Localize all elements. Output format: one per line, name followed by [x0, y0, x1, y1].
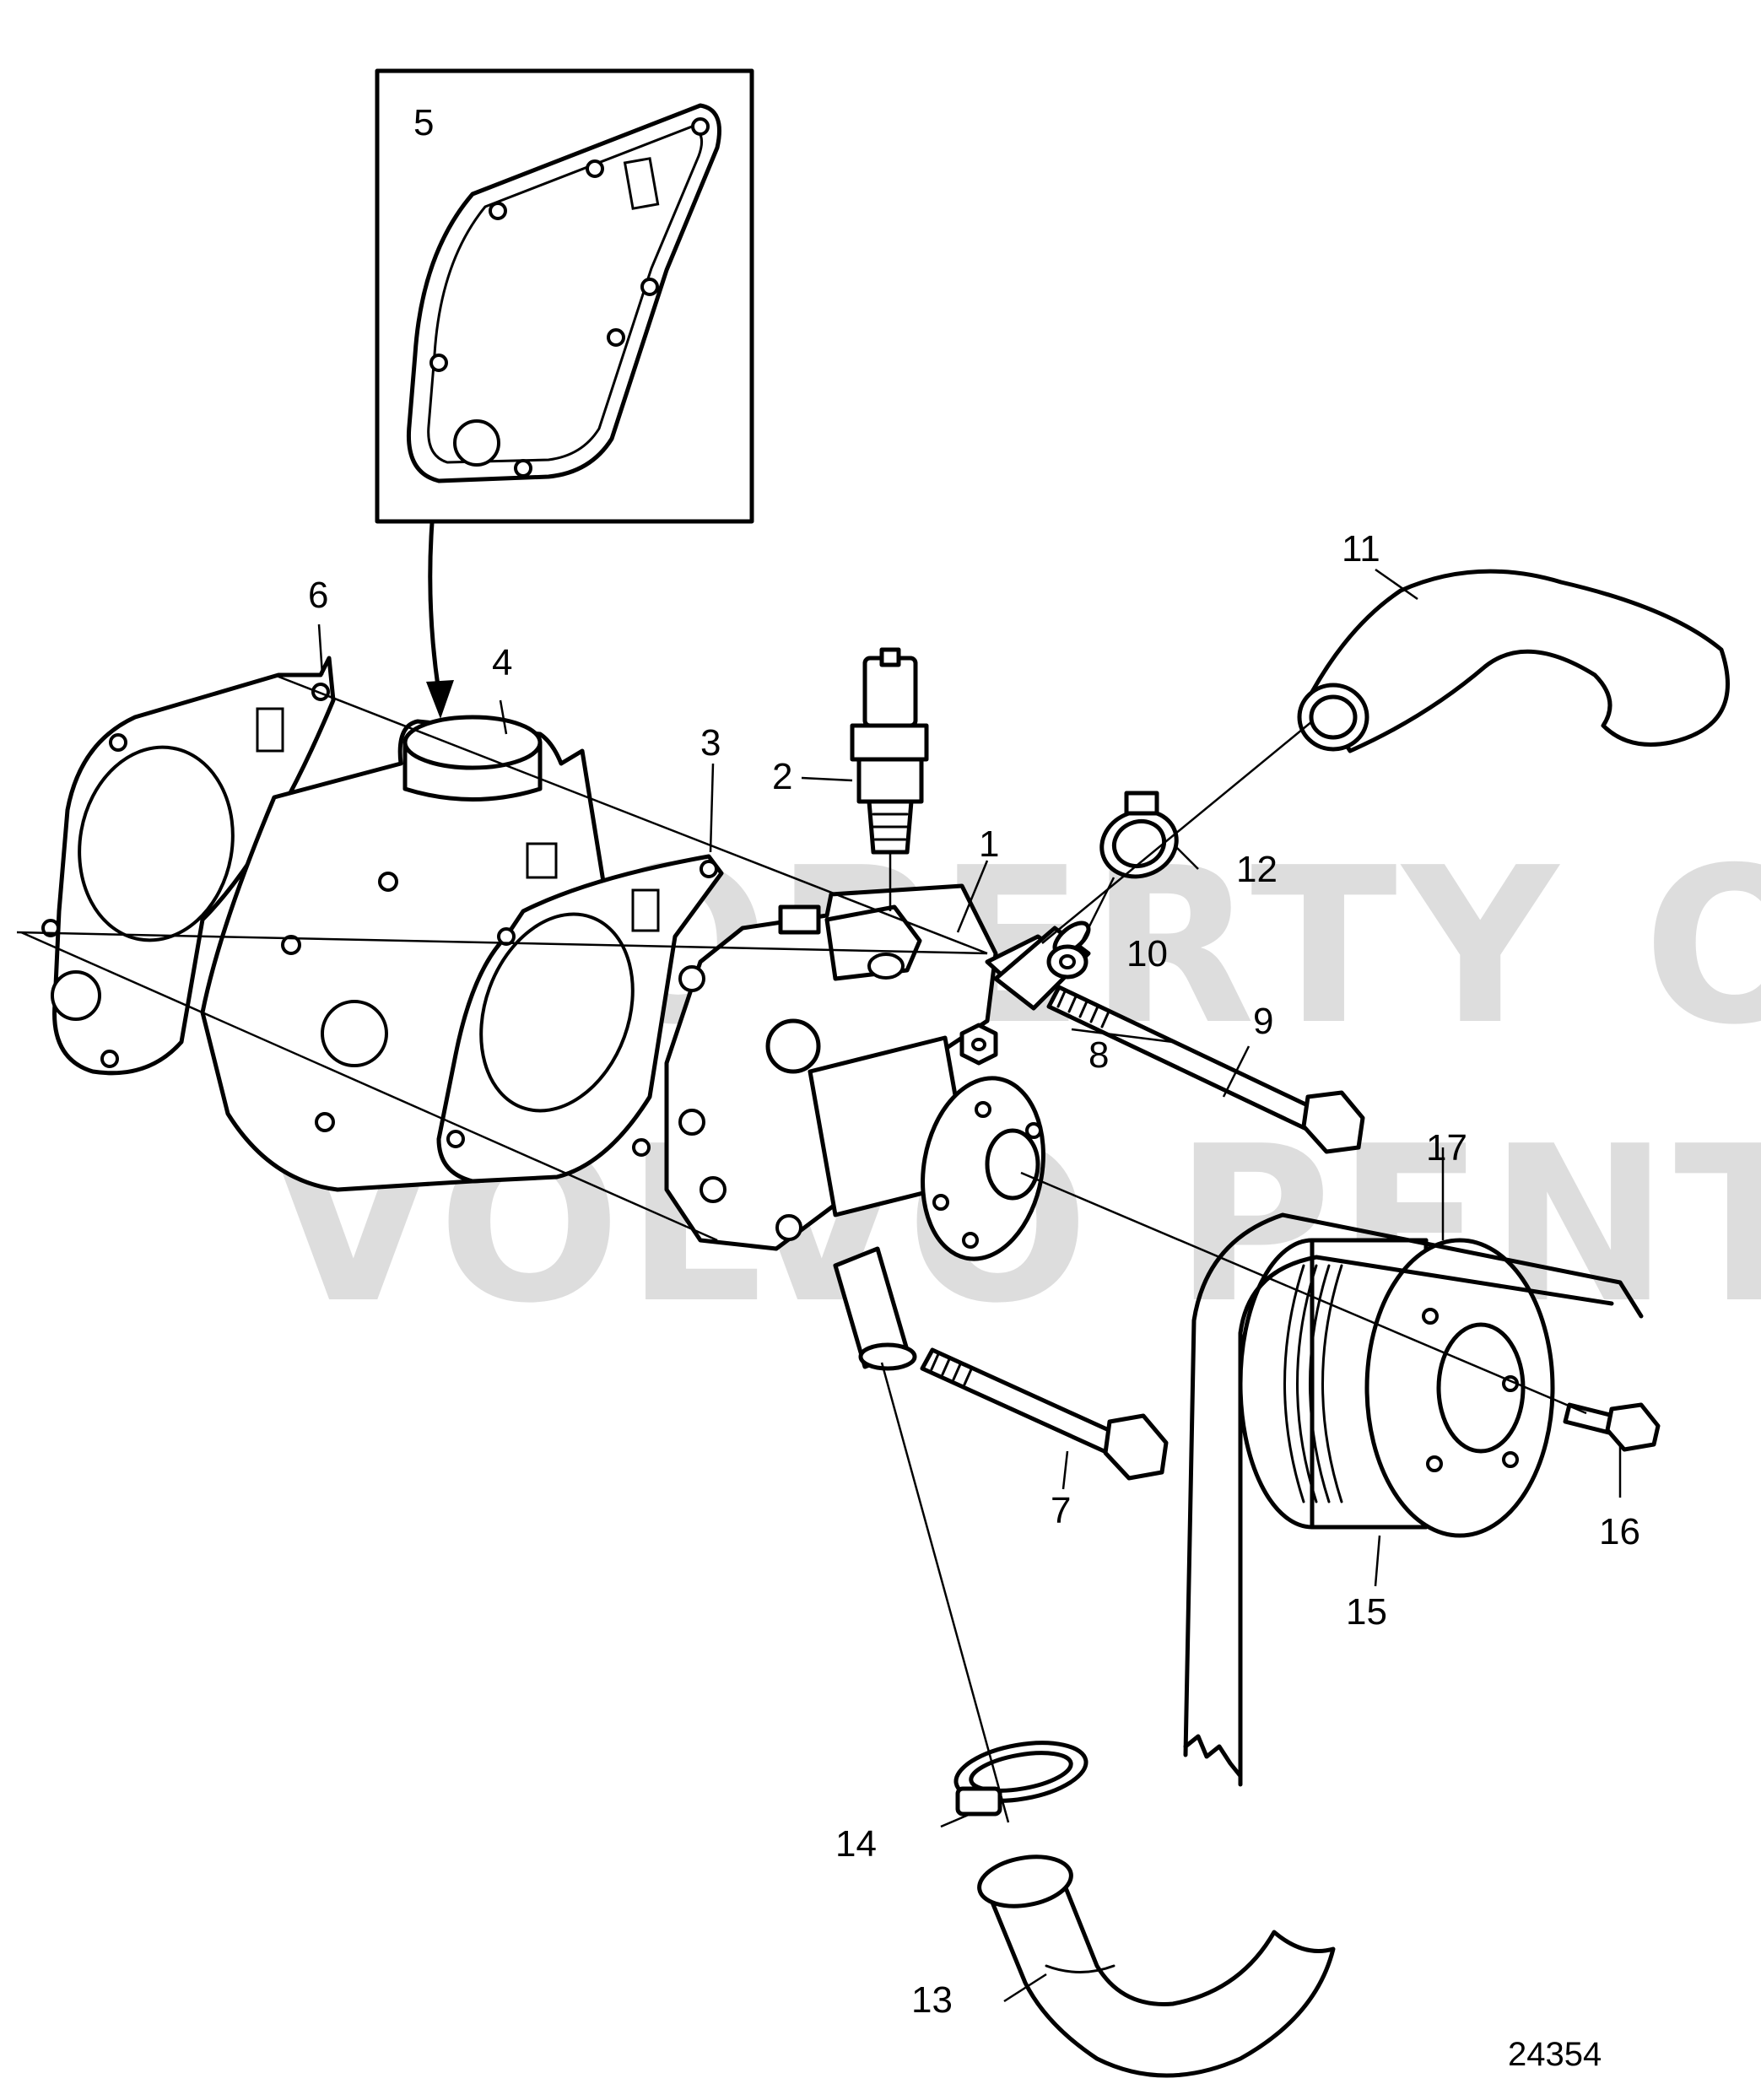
callout-1: 1 [979, 823, 999, 865]
callout-11: 11 [1342, 528, 1380, 570]
arrow-head [426, 680, 454, 719]
callout-labels: 1 2 3 4 5 6 7 8 9 10 11 12 13 14 15 16 1… [308, 102, 1640, 2021]
callout-17: 17 [1426, 1127, 1467, 1169]
callout-2: 2 [772, 756, 792, 797]
hose-11 [1297, 569, 1730, 753]
bolt-7 [920, 1347, 1169, 1481]
callout-15: 15 [1346, 1591, 1387, 1633]
temperature-sensor-2 [850, 647, 929, 855]
callout-14: 14 [835, 1823, 877, 1865]
assembly-axis-lines [16, 673, 1587, 1823]
nut-8 [959, 1023, 998, 1066]
hose-clamp-14 [953, 1741, 1088, 1817]
inset-pointer-arrow [428, 521, 441, 694]
callout-3: 3 [700, 722, 721, 764]
water-pump-1 [664, 883, 1078, 1371]
hose-clamp-12 [1099, 791, 1179, 879]
leader-lines [317, 568, 1622, 2003]
gasket-3 [436, 854, 724, 1184]
callout-12: 12 [1236, 849, 1278, 890]
pulley-15 [1238, 1238, 1555, 1538]
callout-13: 13 [911, 1979, 953, 2021]
callout-6: 6 [308, 575, 328, 616]
callout-8: 8 [1088, 1034, 1109, 1076]
bolt-9 [1046, 985, 1365, 1154]
bolt-16 [1563, 1402, 1661, 1452]
callout-5: 5 [413, 102, 434, 143]
callout-9: 9 [1253, 1001, 1273, 1042]
inset-detail-box [375, 68, 754, 524]
callout-10: 10 [1126, 933, 1168, 974]
hose-13 [977, 1854, 1336, 2078]
callout-7: 7 [1051, 1490, 1071, 1531]
gasket-5-outline [406, 103, 721, 483]
figure-reference-number: 24354 [1508, 2036, 1602, 2073]
gasket-6 [41, 656, 336, 1076]
callout-4: 4 [492, 642, 512, 683]
drive-belt-17 [1183, 1212, 1644, 1787]
callout-16: 16 [1599, 1511, 1640, 1552]
